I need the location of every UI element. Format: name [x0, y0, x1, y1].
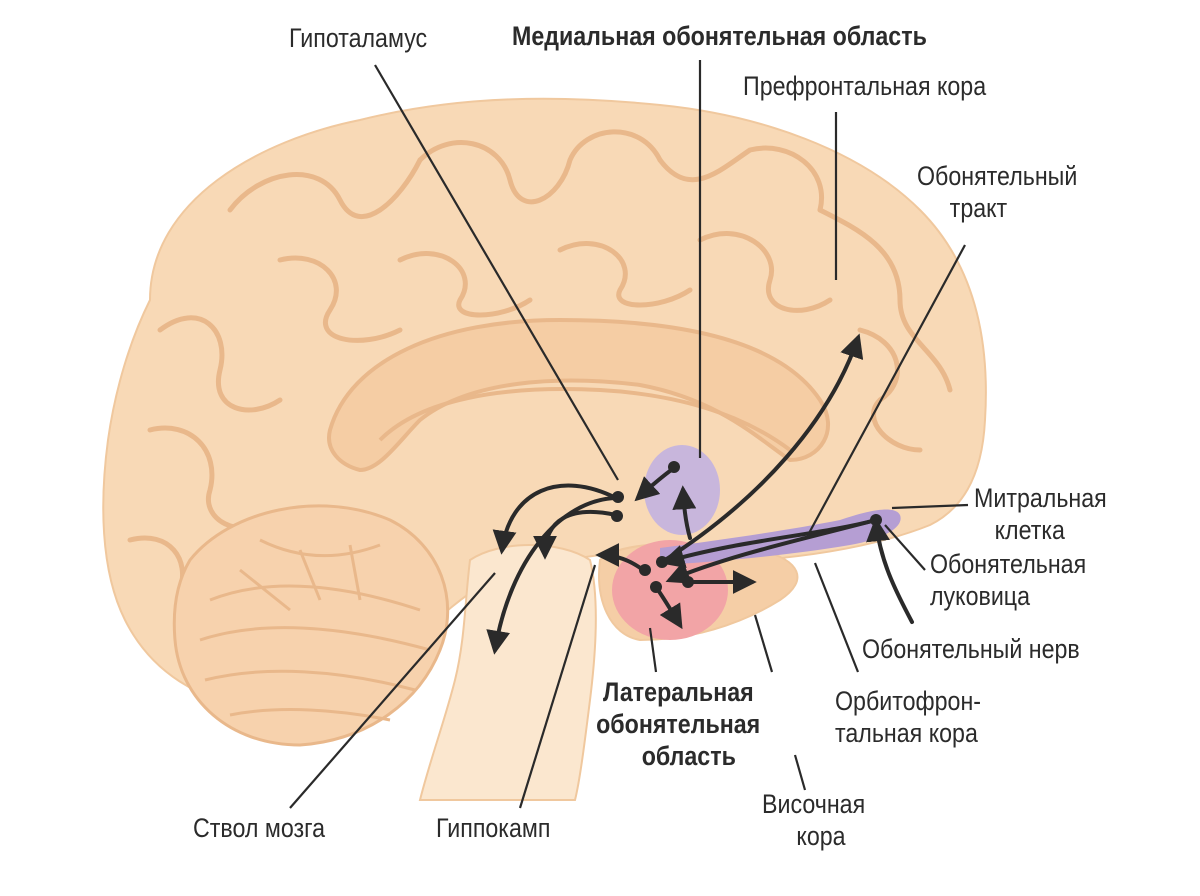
label-olfactory-nerve: Обонятельный нерв — [862, 634, 1080, 664]
lateral-olfactory-area — [612, 540, 728, 640]
label-brain-stem: Ствол мозга — [193, 813, 326, 843]
label-hippocampus: Гиппокамп — [436, 813, 551, 843]
label-temporal-cortex: Височная кора — [762, 789, 866, 851]
label-orbitofrontal-cortex: Орбитофрон- тальная кора — [835, 686, 982, 748]
pathway-arrows — [486, 333, 914, 655]
brain-stem — [418, 544, 597, 801]
label-hypothalamus: Гипоталамус — [289, 23, 428, 53]
label-mitral-cell: Митральная клетка — [974, 483, 1107, 545]
label-prefrontal-cortex: Префронтальная кора — [743, 71, 987, 101]
pathway-nodes — [611, 461, 882, 593]
label-olfactory-tract: Обонятельный тракт — [917, 161, 1078, 223]
label-medial-olfactory-area: Медиальная обонятельная область — [512, 21, 927, 51]
label-olfactory-bulb: Обонятельная луковица — [930, 549, 1087, 611]
leader-lines — [289, 60, 969, 809]
cerebellum-folds — [199, 538, 431, 722]
label-lateral-olfactory-area: Латеральная обонятельная область — [596, 677, 761, 771]
cerebellum — [172, 504, 450, 747]
brain-folds — [127, 129, 953, 636]
